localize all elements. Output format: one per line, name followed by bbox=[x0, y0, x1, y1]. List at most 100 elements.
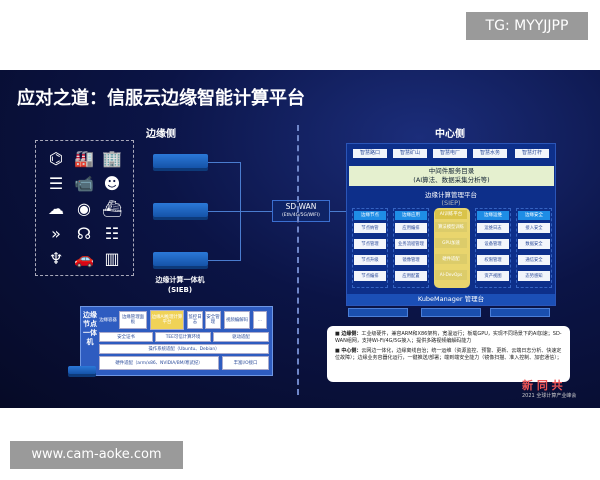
connector-line bbox=[208, 162, 241, 163]
sieb-label: 边缘计算一体机 (SIEB) bbox=[140, 275, 220, 295]
column-item: 设备管理 bbox=[477, 239, 509, 249]
edge-module: 操作系统适配（Ubuntu、Debian） bbox=[99, 344, 269, 354]
middleware-title: 中间件服务目录 bbox=[428, 167, 475, 175]
edge-device-icon bbox=[153, 252, 208, 266]
edge-scenario-icons: ⌬🏭🏢☰📹☻☁◉⛴»☊☷♆🚗▥ bbox=[35, 140, 134, 276]
brain-icon: ☊ bbox=[76, 224, 92, 243]
column-header: 边缘节点 bbox=[354, 211, 386, 220]
column-header: AI训练平台 bbox=[435, 210, 467, 219]
sieb-code: (SIEB) bbox=[167, 286, 193, 294]
org-chart-icon: ☷ bbox=[104, 224, 120, 243]
platform-name: 边缘计算管理平台 bbox=[425, 191, 477, 199]
column-header: 边缘应用 bbox=[395, 211, 427, 220]
platform-column: 边缘运维运维日志设备管理权限管理资产视图 bbox=[475, 208, 511, 288]
connector-line bbox=[208, 211, 272, 212]
edge-module: 安全证书 bbox=[99, 332, 153, 342]
edge-module: 边缘管理面板 bbox=[119, 311, 147, 329]
center-side-label: 中心侧 bbox=[435, 129, 465, 140]
column-item: 节点编排 bbox=[354, 271, 386, 281]
column-item: 业务流程管理 bbox=[395, 239, 427, 249]
slide: 应对之道：信服云边缘智能计算平台 边缘侧 中心侧 ⌬🏭🏢☰📹☻☁◉⛴»☊☷♆🚗▥… bbox=[0, 70, 600, 408]
tower-icon: ♆ bbox=[48, 249, 64, 268]
column-item: 运维日志 bbox=[477, 223, 509, 233]
platform-column: AI训练平台算法模型训练 GPU加速硬件适配 AI-DevOps bbox=[434, 208, 470, 288]
checklist-icon: ☰ bbox=[48, 174, 64, 193]
connector-line bbox=[330, 211, 346, 212]
column-item: 资产视图 bbox=[477, 271, 509, 281]
note-text: 工业级硬件，兼容ARM和X86架构，宽温运行；板载GPU，实现不同场景下的AI加… bbox=[335, 331, 562, 344]
platform-code: (SIEP) bbox=[441, 199, 461, 207]
middleware-sub: (AI算法、数据采集分析等) bbox=[413, 176, 490, 184]
barcode-icon: ▥ bbox=[104, 249, 120, 268]
edge-module: 安全管理 bbox=[205, 311, 221, 329]
connector-line bbox=[208, 260, 241, 261]
sdwan-box: SD-WAN (Eth/4G/5G/WIFI) bbox=[272, 200, 330, 222]
center-platform: 智慧路口 智慧矿山 智慧电厂 智慧水务 智慧灯杆 中间件服务目录(AI算法、数据… bbox=[346, 143, 556, 306]
sdwan-sub: (Eth/4G/5G/WIFI) bbox=[282, 213, 320, 218]
server-icon bbox=[490, 308, 550, 317]
edge-module: 丰富I/O接口 bbox=[222, 356, 269, 370]
edge-module: 边缘容器 bbox=[99, 317, 117, 323]
server-icon bbox=[348, 308, 408, 317]
edge-module: 驱动适配 bbox=[213, 332, 269, 342]
column-item: 镜像管理 bbox=[395, 255, 427, 265]
note-text: 云网边一体化，边缘离线自治；统一运维（资源监控、预警、更新、云端日志分析、快速定… bbox=[335, 348, 562, 361]
edge-module: 监控日志 bbox=[187, 311, 203, 329]
middleware-catalog: 中间件服务目录(AI算法、数据采集分析等) bbox=[349, 166, 554, 186]
column-item: 节点纳管 bbox=[354, 223, 386, 233]
platform-column: 边缘节点节点纳管节点管理节点升级节点编排 bbox=[352, 208, 388, 288]
edge-module: 视频编解码 bbox=[224, 311, 250, 329]
column-item: 算法模型训练 bbox=[435, 222, 467, 232]
note-label: 中心侧： bbox=[341, 348, 362, 354]
column-item: 硬件适配 bbox=[435, 254, 467, 264]
server-icon bbox=[421, 308, 481, 317]
column-item: 节点管理 bbox=[354, 239, 386, 249]
column-item: 权限管理 bbox=[477, 255, 509, 265]
cloud-pc-icon: ☁ bbox=[48, 199, 64, 218]
kubemanager-bar: KubeManager 管理台 bbox=[347, 294, 555, 305]
edge-node-vertical-label: 边缘节点一体机 bbox=[83, 311, 97, 346]
scenario: 智慧灯杆 bbox=[515, 149, 549, 158]
event-logo-text: 2021 全球计算产业峰会 bbox=[522, 393, 577, 399]
platform-title: 边缘计算管理平台(SIEP) bbox=[347, 189, 555, 207]
column-item: 通信安全 bbox=[518, 255, 550, 265]
slide-title: 应对之道：信服云边缘智能计算平台 bbox=[17, 88, 305, 109]
arrows-icon: » bbox=[51, 224, 61, 243]
sieb-name: 边缘计算一体机 bbox=[155, 276, 205, 284]
scenario: 智慧矿山 bbox=[393, 149, 427, 158]
notes-box: ■ 边缘侧：工业级硬件，兼容ARM和X86架构，宽温运行；板载GPU，实现不同场… bbox=[327, 326, 570, 382]
edge-module: TEE可信计算环境 bbox=[155, 332, 211, 342]
platform-column: 边缘应用应用编排业务流程管理镜像管理应用配置 bbox=[393, 208, 429, 288]
column-header: 边缘运维 bbox=[477, 211, 509, 220]
column-item: 节点升级 bbox=[354, 255, 386, 265]
webcam-icon: ◉ bbox=[77, 199, 91, 218]
column-item: 态势感知 bbox=[518, 271, 550, 281]
scenario: 智慧电厂 bbox=[433, 149, 467, 158]
note-edge: ■ 边缘侧：工业级硬件，兼容ARM和X86架构，宽温运行；板载GPU，实现不同场… bbox=[335, 331, 562, 344]
edge-module: 硬件适配（arm/x86、NVIDIA/BM/寒武纪） bbox=[99, 356, 219, 370]
column-item: AI-DevOps bbox=[435, 270, 467, 280]
note-center: ■ 中心侧：云网边一体化，边缘离线自治；统一运维（资源监控、预警、更新、云端日志… bbox=[335, 348, 562, 361]
column-header: 边缘安全 bbox=[518, 211, 550, 220]
scenario: 智慧水务 bbox=[473, 149, 507, 158]
column-item: 应用配置 bbox=[395, 271, 427, 281]
camera-icon: 📹 bbox=[74, 174, 94, 193]
column-item: 数据安全 bbox=[518, 239, 550, 249]
platform-column: 边缘安全接入安全数据安全通信安全态势感知 bbox=[516, 208, 552, 288]
ship-icon: ⛴ bbox=[102, 199, 123, 218]
building-icon: 🏢 bbox=[102, 149, 122, 168]
scenario: 智慧路口 bbox=[353, 149, 387, 158]
sdwan-title: SD-WAN bbox=[285, 202, 317, 211]
watermark-top: TG: MYYJJPP bbox=[466, 12, 588, 40]
edge-module: ... bbox=[253, 311, 267, 329]
divider bbox=[297, 125, 299, 395]
network-icon: ⌬ bbox=[49, 149, 63, 168]
column-item: 接入安全 bbox=[518, 223, 550, 233]
edge-node-panel: 边缘节点一体机 边缘容器 边缘管理面板 边缘AI推理计算平台 监控日志 安全管理… bbox=[80, 306, 273, 376]
note-label: 边缘侧： bbox=[341, 331, 362, 337]
factory-icon: 🏭 bbox=[74, 149, 94, 168]
column-item: GPU加速 bbox=[435, 238, 467, 248]
edge-device-icon bbox=[68, 366, 96, 374]
car-icon: 🚗 bbox=[74, 249, 94, 268]
